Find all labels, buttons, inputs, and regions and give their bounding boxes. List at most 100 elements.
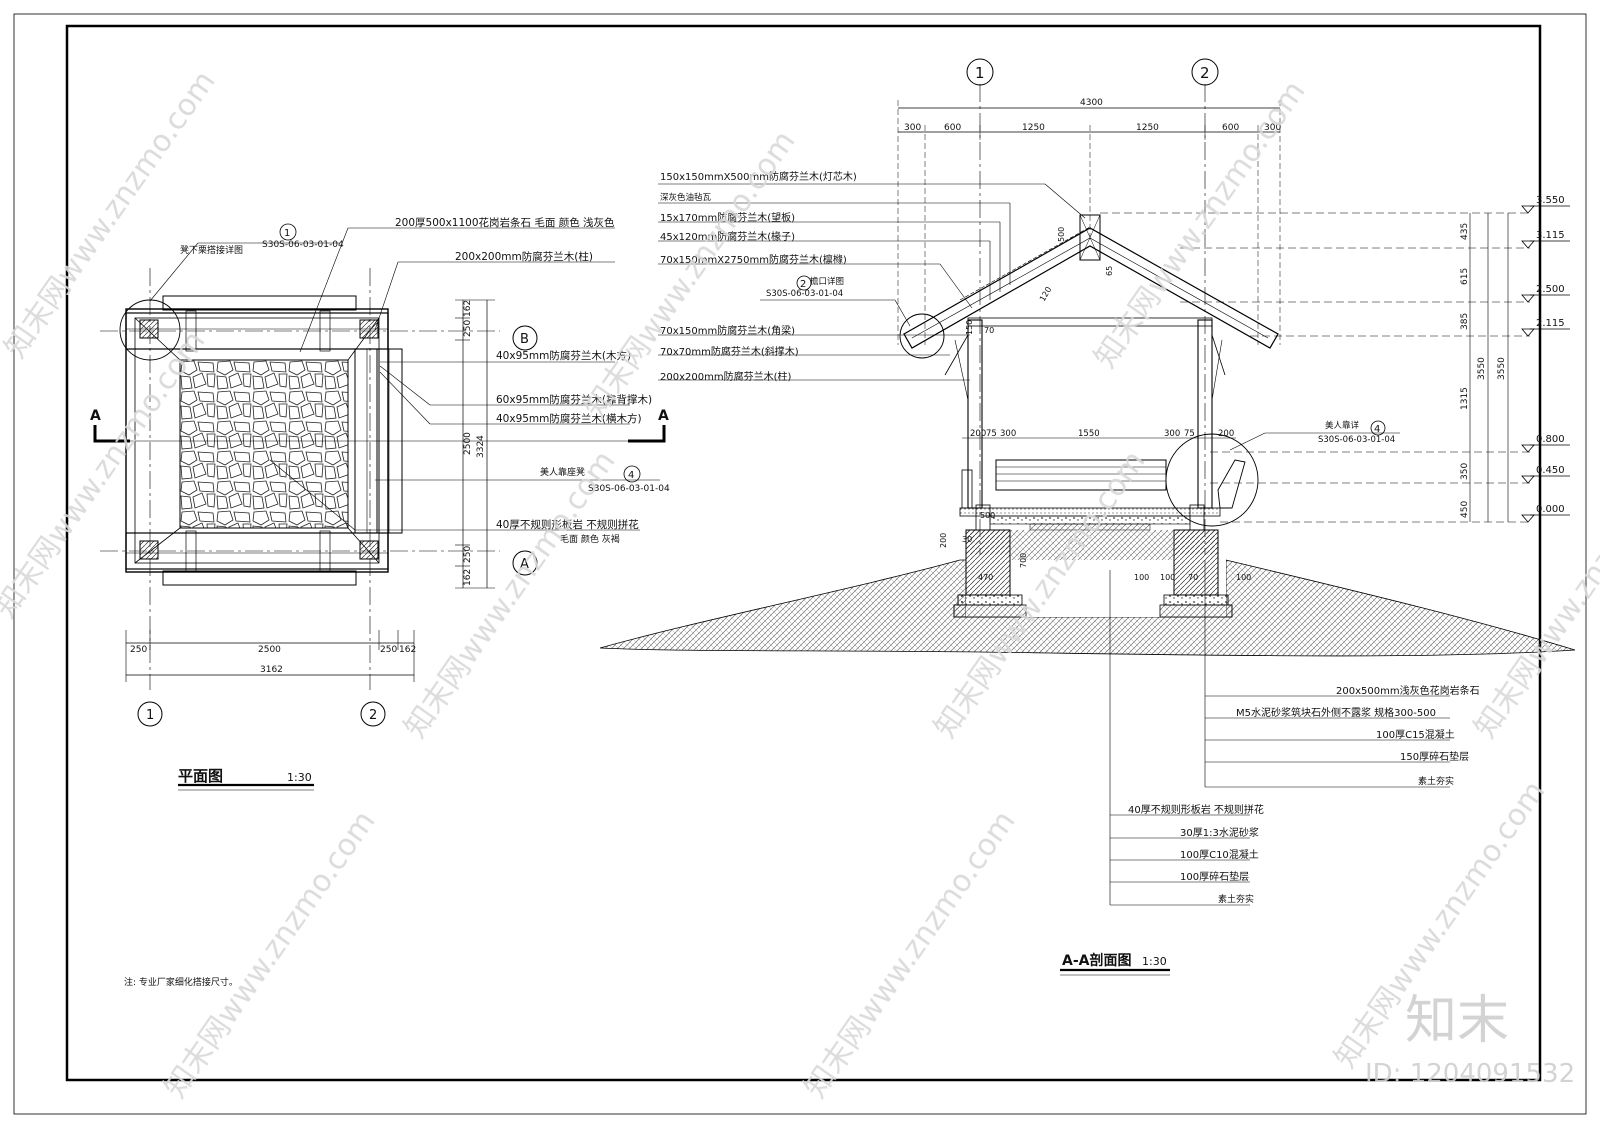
plan-stone-bar-top xyxy=(162,295,357,311)
plan-label-paving: 40厚不规则形板岩 不规则拼花 xyxy=(496,518,639,531)
plan-axis-1: 1 xyxy=(146,708,154,723)
sheet-border xyxy=(65,24,1542,1082)
section-floor-label-4: 素土夯实 xyxy=(1218,893,1254,905)
section-found-label-3: 150厚碎石垫层 xyxy=(1400,750,1469,763)
section-found-label-4: 素土夯实 xyxy=(1418,775,1454,787)
plan-scale: 1:30 xyxy=(287,771,312,784)
plan-paving xyxy=(179,359,349,529)
section-bench-code: S30S-06-03-01-04 xyxy=(1318,435,1395,445)
section-backrest xyxy=(1217,459,1246,509)
watermark-id: ID: 1204091532 xyxy=(1365,1059,1575,1089)
section-rdim-2: 385 xyxy=(1460,313,1470,330)
plan-bench-code: S30S-06-03-01-04 xyxy=(588,484,670,494)
cut-mark-right xyxy=(628,425,666,443)
section-rdim-1: 615 xyxy=(1460,268,1470,285)
plan-beam-top xyxy=(125,312,389,350)
section-floor-label-1: 30厚1:3水泥砂浆 xyxy=(1180,826,1259,839)
plan-column-4 xyxy=(359,540,379,560)
plan-text: 凳下栗搭接详图 1 S30S-06-03-01-04 200厚500x1100花… xyxy=(90,216,670,988)
section-bdim-1: 75 xyxy=(986,429,997,439)
plan-dim-r4: 162 xyxy=(463,569,473,586)
section-sdim-2: 120 xyxy=(1038,285,1053,303)
section-axis-1: 1 xyxy=(975,64,985,82)
section-dim-t4: 600 xyxy=(1222,123,1239,133)
section-rdim-5: 450 xyxy=(1460,501,1470,518)
section-scale: 1:30 xyxy=(1142,955,1167,968)
section-floor-label-0: 40厚不规则形板岩 不规则拼花 xyxy=(1128,803,1264,816)
plan-dim-b0: 250 xyxy=(130,645,147,655)
plan-label-wood-a: 40x95mm防腐芬兰木(木方) xyxy=(496,349,631,362)
section-ground xyxy=(599,559,1576,657)
plan-beam-bottom xyxy=(125,532,389,570)
section-roof-label-3: 45x120mm防腐芬兰木(椽子) xyxy=(660,230,795,243)
section-roof xyxy=(903,227,1279,349)
section-eave-num: 2 xyxy=(800,279,806,290)
section-roof-label-4: 70x150mmX2750mm防腐芬兰木(檩橼) xyxy=(660,253,847,266)
section-frame-label-1: 70x70mm防腐芬兰木(斜撑木) xyxy=(660,345,799,358)
section-level-0: 3.550 xyxy=(1536,195,1565,206)
section-sdim-0: 500 xyxy=(1057,227,1066,242)
watermark-text-10: 知末网www.znzmo.com xyxy=(158,805,383,1105)
plan-axis-B: B xyxy=(520,332,529,347)
section-dim-total: 4300 xyxy=(1080,98,1103,108)
plan-label-bench: 美人靠座凳 xyxy=(540,466,585,478)
plan-column-2 xyxy=(359,319,379,339)
section-bdim-6: 200 xyxy=(1218,429,1234,439)
section-text: 1 2 4300 300 600 1250 1250 600 300 150x1… xyxy=(660,58,1565,969)
section-sdim-12: 70 xyxy=(1188,573,1198,582)
section-level-2: 2.500 xyxy=(1536,284,1565,295)
section-frame-label-0: 70x150mm防腐芬兰木(角梁) xyxy=(660,324,795,337)
section-view xyxy=(599,84,1576,976)
plan-label-paving2: 毛面 颜色 灰褐 xyxy=(560,533,620,545)
plan-label-wood-b: 60x95mm防腐芬兰木(靠背撑木) xyxy=(496,393,652,406)
section-level-1: 3.115 xyxy=(1536,230,1565,241)
plan-dim-r0: 162 xyxy=(463,300,473,317)
section-sdim-1: 65 xyxy=(1105,266,1114,276)
section-dim-t0: 300 xyxy=(904,123,921,133)
section-axis-2: 2 xyxy=(1200,64,1210,82)
plan-label-column: 200x200mm防腐芬兰木(柱) xyxy=(455,250,593,263)
section-found-label-1: M5水泥砂浆筑块石外侧不露浆 规格300-500 xyxy=(1236,706,1436,719)
section-sdim-6: 30 xyxy=(962,535,972,544)
section-roof-label-2: 15x170mm防腐芬兰木(望板) xyxy=(660,211,795,224)
section-rdim-3: 1315 xyxy=(1460,387,1470,410)
section-bench-num: 4 xyxy=(1374,424,1380,435)
section-sdim-8: 700 xyxy=(1019,553,1028,568)
watermark-text-2: 知末网www.znzmo.com xyxy=(398,445,623,745)
section-found-label-2: 100厚C15混凝土 xyxy=(1376,728,1455,741)
section-bench-ref: 美人靠详 xyxy=(1325,420,1360,431)
section-bdim-5: 75 xyxy=(1184,429,1195,439)
plan-dim-b3: 162 xyxy=(399,645,416,655)
plan-column-1 xyxy=(139,319,159,339)
plan-axis-2: 2 xyxy=(369,708,377,723)
section-dim-t2: 1250 xyxy=(1022,123,1045,133)
section-sdim-3: 70 xyxy=(984,326,994,335)
section-roof-label-0: 150x150mmX500mm防腐芬兰木(灯芯木) xyxy=(660,170,857,183)
section-sdim-10: 100 xyxy=(1134,573,1149,582)
plan-dim-right-total: 3324 xyxy=(476,435,486,458)
section-eave-ref: 檐口详图 xyxy=(810,276,844,287)
section-rdim-0: 435 xyxy=(1460,223,1470,240)
section-eave-code: S30S-06-03-01-04 xyxy=(766,289,843,299)
plan-dim-r2: 2500 xyxy=(463,432,473,455)
section-detail-circle-eave xyxy=(899,313,945,359)
section-bdim-3: 1550 xyxy=(1078,429,1100,439)
section-sdim-11: 100 xyxy=(1160,573,1175,582)
watermark-text-1: 知末网www.znzmo.com xyxy=(0,65,222,365)
plan-dim-b1: 2500 xyxy=(258,645,281,655)
section-sdim-4: 150 xyxy=(965,320,974,335)
plan-cut-left: A xyxy=(90,408,101,424)
section-floor-label-2: 100厚C10混凝土 xyxy=(1180,848,1259,861)
section-ridge-post xyxy=(1079,214,1101,261)
plan-dim-r3: 250 xyxy=(463,546,473,563)
section-title: A-A剖面图 xyxy=(1062,952,1131,969)
section-bdim-4: 300 xyxy=(1164,429,1180,439)
plan-axis-A: A xyxy=(520,557,529,572)
section-roof-label-1: 深灰色油毡瓦 xyxy=(660,192,712,203)
plan-dim-b2: 250 xyxy=(380,645,397,655)
plan-bench-num: 4 xyxy=(628,470,634,481)
section-bdim-2: 300 xyxy=(1000,429,1016,439)
plan-note: 注: 专业厂家细化搭接尺寸。 xyxy=(124,976,238,988)
section-level-3: 2.115 xyxy=(1536,318,1565,329)
